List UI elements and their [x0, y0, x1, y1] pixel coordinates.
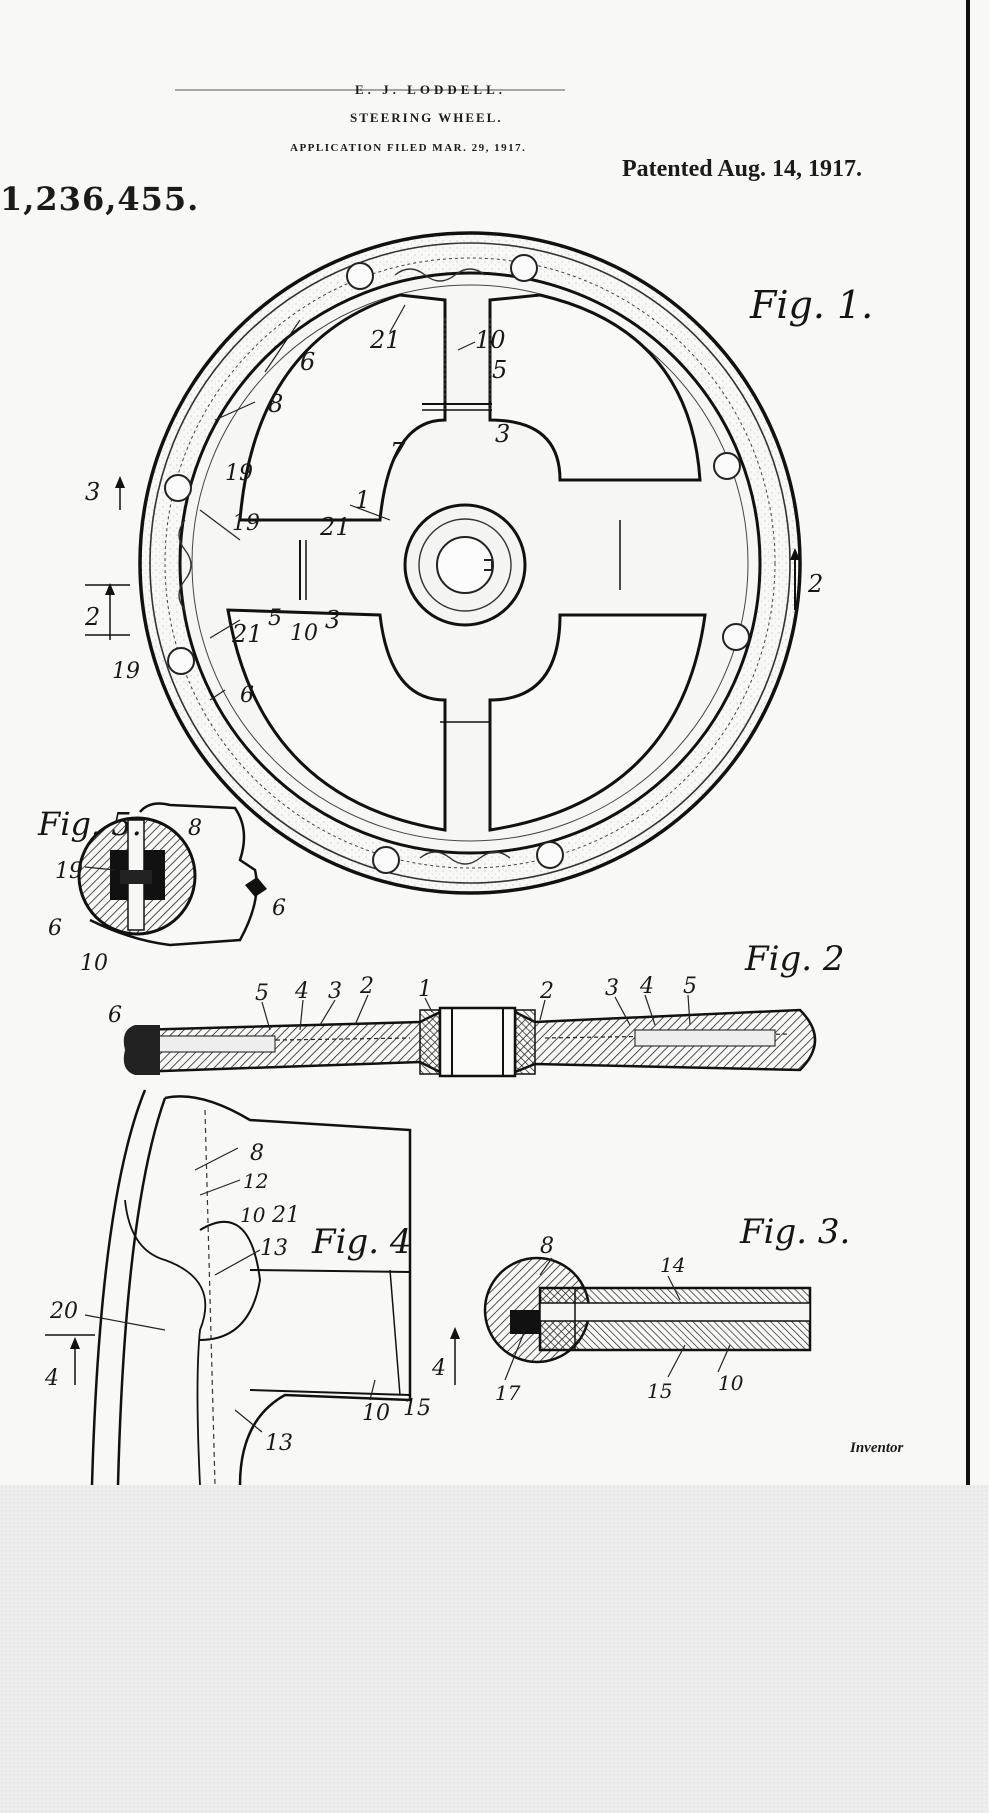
patent-drawing: 21 10 5 6 8 3 7 3 19 19 1 21 2 21 5 10 3… — [37, 89, 873, 1485]
fig4-partial-view — [45, 1089, 460, 1485]
ref-3: 3 — [495, 420, 510, 448]
ref-fig4-20: 20 — [49, 1299, 78, 1324]
ref-8: 8 — [268, 390, 283, 418]
patent-sheet: 21 10 5 6 8 3 7 3 19 19 1 21 2 21 5 10 3… — [0, 0, 970, 1485]
ref-fig5-10: 10 — [80, 951, 108, 976]
fig3-section — [483, 1256, 812, 1381]
ref-10: 10 — [475, 326, 506, 354]
ref-fig3-17: 17 — [495, 1381, 521, 1405]
ref-21b: 21 — [319, 513, 351, 541]
ref-21c: 21 — [231, 620, 263, 648]
ref-fig3-15: 15 — [647, 1379, 672, 1403]
ref-3b: 3 — [325, 606, 340, 634]
ref-7: 7 — [390, 438, 406, 466]
ref-19: 19 — [225, 461, 253, 486]
ref-3-left: 3 — [85, 478, 100, 506]
ref-1: 1 — [355, 486, 370, 514]
patented-date: Patented Aug. 14, 1917. — [622, 156, 862, 182]
blank-lower-area — [0, 1485, 989, 1813]
ref-fig4-10: 10 — [362, 1401, 390, 1426]
ref-fig5-19: 19 — [55, 859, 83, 884]
ref-19b: 19 — [232, 511, 260, 536]
ref-fig2-4b: 4 — [639, 974, 654, 999]
ref-fig2-3: 3 — [328, 979, 342, 1004]
ref-fig5-8: 8 — [188, 816, 202, 841]
ref-fig5-6a: 6 — [48, 916, 62, 941]
ref-fig4-8: 8 — [250, 1141, 264, 1166]
ref-19c: 19 — [112, 659, 140, 684]
fig2-caption: Fig. 2 — [744, 939, 844, 979]
ref-2-left: 2 — [84, 603, 100, 631]
invention-title: STEERING WHEEL. — [350, 110, 503, 125]
ref-fig5-6b: 6 — [272, 896, 286, 921]
ref-2-right: 2 — [807, 570, 823, 598]
fig3-caption: Fig. 3. — [739, 1212, 850, 1252]
right-border-rule — [966, 0, 970, 1485]
ref-fig3-8: 8 — [540, 1234, 554, 1259]
ref-fig4-13b: 13 — [265, 1431, 293, 1456]
fig5-section — [77, 802, 267, 947]
ref-fig4-16: 10 — [240, 1203, 266, 1227]
ref-fig2-2: 2 — [359, 974, 374, 999]
ref-fig4-13: 13 — [260, 1236, 288, 1261]
ref-6: 6 — [300, 348, 315, 376]
ref-5: 5 — [492, 356, 507, 384]
ref-fig4-21: 21 — [271, 1203, 300, 1228]
fig4-caption: Fig. 4 — [311, 1222, 411, 1262]
fig5-caption: Fig. 5. — [37, 805, 142, 843]
ref-fig4-12: 12 — [243, 1169, 268, 1193]
ref-fig2-6: 6 — [108, 1003, 122, 1028]
ref-fig2-5b: 5 — [683, 974, 697, 999]
patent-number: 1,236,455. — [0, 180, 200, 218]
ref-5b: 5 — [268, 606, 282, 631]
application-filed: APPLICATION FILED MAR. 29, 1917. — [290, 142, 527, 154]
inventor-label: Inventor — [850, 1440, 904, 1456]
fig1-steering-wheel — [85, 231, 802, 895]
fig1-caption: Fig. 1. — [749, 283, 873, 327]
ref-fig4-4: 4 — [44, 1366, 59, 1391]
ref-6b: 6 — [240, 683, 254, 708]
ref-fig2-3b: 3 — [605, 976, 619, 1001]
ref-fig2-1: 1 — [418, 977, 432, 1002]
ref-fig2-4: 4 — [294, 979, 309, 1004]
ref-10b: 10 — [290, 621, 318, 646]
inventor-name: E. J. LODDELL. — [355, 82, 506, 97]
ref-fig4-4b: 4 — [431, 1356, 446, 1381]
ref-fig3-14: 14 — [660, 1253, 685, 1277]
ref-fig4-15: 15 — [403, 1396, 431, 1421]
ref-fig2-5: 5 — [255, 981, 269, 1006]
ref-fig2-2b: 2 — [539, 979, 554, 1004]
fig2-cross-section — [123, 994, 817, 1078]
ref-fig3-10: 10 — [718, 1371, 744, 1395]
ref-21: 21 — [369, 326, 401, 354]
